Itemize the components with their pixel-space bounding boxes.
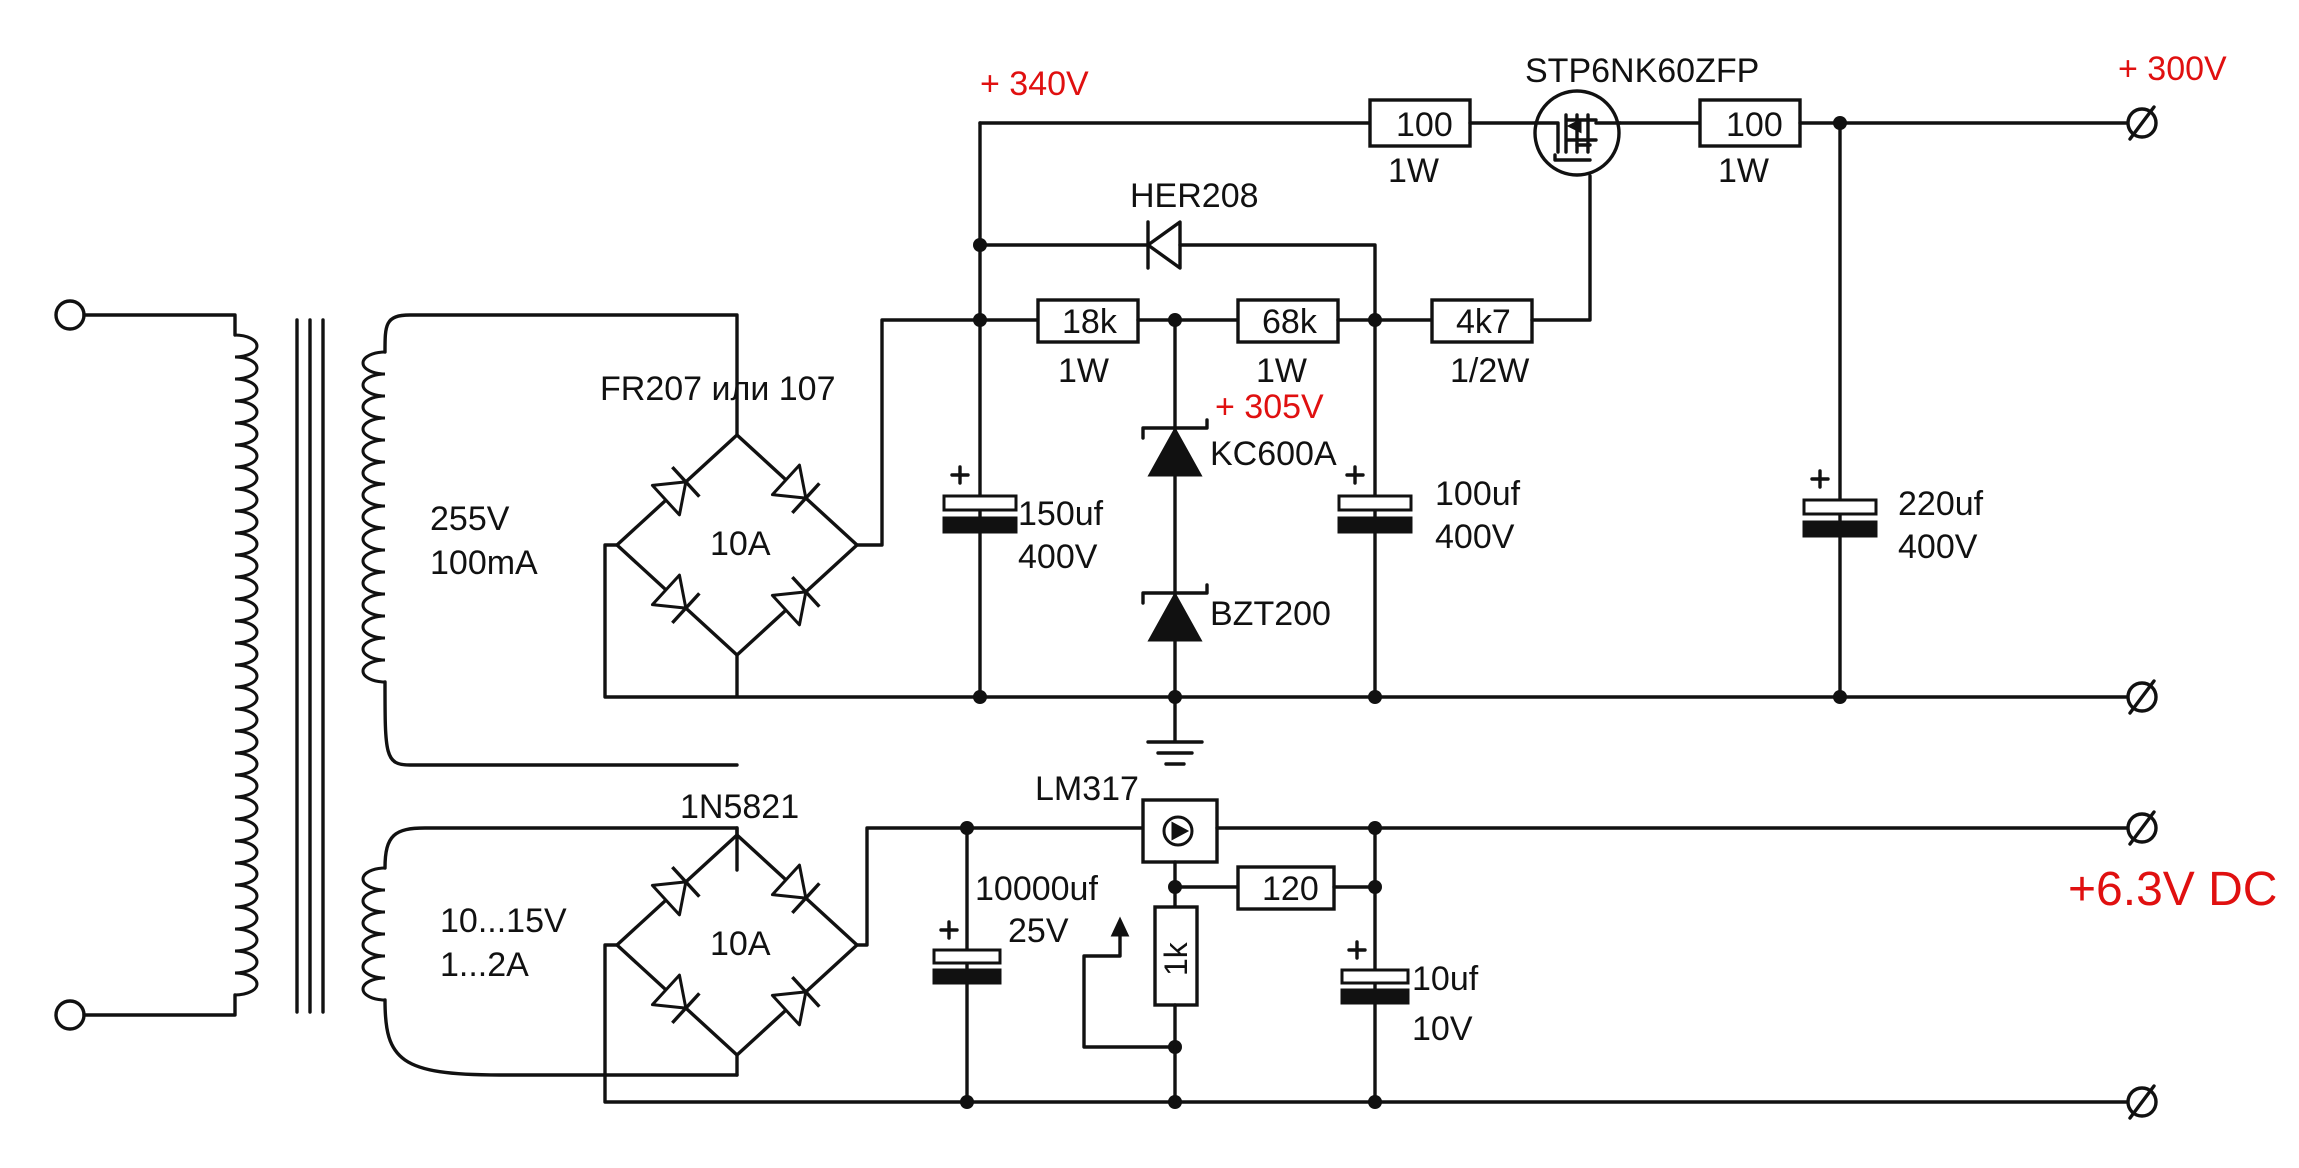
resistor-18k-power: 1W: [1058, 352, 1109, 390]
lv-output-terminal-plus[interactable]: [2126, 810, 2158, 846]
hv-winding-voltage: 255V: [430, 500, 510, 538]
resistor-100-a-value: 100: [1396, 106, 1453, 144]
hv-output-terminal-ground[interactable]: [2126, 679, 2158, 715]
capacitor-10uf-voltage: 10V: [1412, 1010, 1473, 1048]
rail-305v-label: + 305V: [1215, 388, 1324, 426]
hv-winding-current: 100mA: [430, 544, 538, 582]
lv-winding-voltage: 10...15V: [440, 902, 567, 940]
capacitor-220uf-voltage: 400V: [1898, 528, 1978, 566]
capacitor-100uf-value: 100uf: [1435, 475, 1521, 513]
diode-her208: [1146, 220, 1182, 270]
mains-terminal-top[interactable]: [54, 299, 86, 331]
rail-300v-label: + 300V: [2118, 50, 2227, 88]
regulator-lm317: [1141, 798, 1219, 864]
resistor-68k-power: 1W: [1256, 352, 1307, 390]
lv-bridge-diode-label: 1N5821: [680, 788, 799, 826]
transformer-core: [295, 318, 325, 1014]
resistor-100-b-power: 1W: [1718, 152, 1769, 190]
capacitor-10000uf-voltage: 25V: [1008, 912, 1069, 950]
lv-winding-current: 1...2A: [440, 946, 529, 984]
capacitor-100uf: [1337, 465, 1413, 534]
potentiometer-1k-value: 1k: [1158, 941, 1194, 976]
secondary-winding-lv: [361, 866, 386, 1002]
capacitor-150uf-voltage: 400V: [1018, 538, 1098, 576]
resistor-4k7: [1430, 298, 1534, 344]
resistor-100-b-value: 100: [1726, 106, 1783, 144]
resistor-100-a-power: 1W: [1388, 152, 1439, 190]
capacitor-150uf: [942, 465, 1018, 534]
resistor-100-b: [1698, 98, 1802, 148]
secondary-winding-hv: [361, 350, 386, 684]
capacitor-150uf-value: 150uf: [1018, 495, 1104, 533]
diode-her208-label: HER208: [1130, 177, 1259, 215]
mosfet-label: STP6NK60ZFP: [1525, 52, 1759, 90]
capacitor-10000uf-value: 10000uf: [975, 870, 1098, 908]
resistor-18k: [1036, 298, 1140, 344]
zener-bzt200: [1141, 583, 1209, 642]
capacitor-10uf: [1340, 940, 1410, 1005]
hv-bridge-rectifier: FR207 или 107 10A: [600, 318, 2132, 699]
capacitor-220uf: [1802, 469, 1878, 538]
mosfet-stp6nk60zfp: [1533, 89, 1622, 177]
primary-winding: [234, 333, 259, 997]
hv-regulator: 100 1W STP6NK60ZFP 100 1W + 340V HER208 …: [942, 52, 2129, 766]
resistor-18k-value: 18k: [1062, 303, 1118, 341]
lv-output-terminal-ground[interactable]: [2126, 1084, 2158, 1120]
lv-bridge-rectifier: 1N5821 10A: [603, 788, 2132, 1104]
transformer: 255V 100mA 10...15V 1...2A: [54, 299, 739, 1077]
lv-regulator: 10000uf 25V LM317 120 1k 10uf 10V: [932, 770, 2130, 1109]
resistor-120-value: 120: [1262, 870, 1319, 908]
potentiometer-1k[interactable]: 1k: [1082, 905, 1199, 1049]
capacitor-10000uf: [932, 920, 1002, 985]
mains-terminal-bottom[interactable]: [54, 999, 86, 1031]
regulator-lm317-label: LM317: [1035, 770, 1139, 808]
zener-kc600a: [1141, 418, 1209, 477]
zener-kc600a-label: KC600A: [1210, 435, 1337, 473]
lv-bridge-rating: 10A: [710, 925, 771, 963]
capacitor-10uf-value: 10uf: [1412, 960, 1479, 998]
rail-6v3-label: +6.3V DC: [2068, 863, 2277, 916]
hv-output-terminal-plus[interactable]: [2126, 105, 2158, 141]
capacitor-220uf-value: 220uf: [1898, 485, 1984, 523]
capacitor-100uf-voltage: 400V: [1435, 518, 1515, 556]
zener-bzt200-label: BZT200: [1210, 595, 1331, 633]
resistor-4k7-power: 1/2W: [1450, 352, 1529, 390]
resistor-4k7-value: 4k7: [1456, 303, 1511, 341]
hv-bridge-rating: 10A: [710, 525, 771, 563]
hv-bridge-diode-label: FR207 или 107: [600, 370, 836, 408]
rail-340v-label: + 340V: [980, 65, 1089, 103]
resistor-68k-value: 68k: [1262, 303, 1318, 341]
